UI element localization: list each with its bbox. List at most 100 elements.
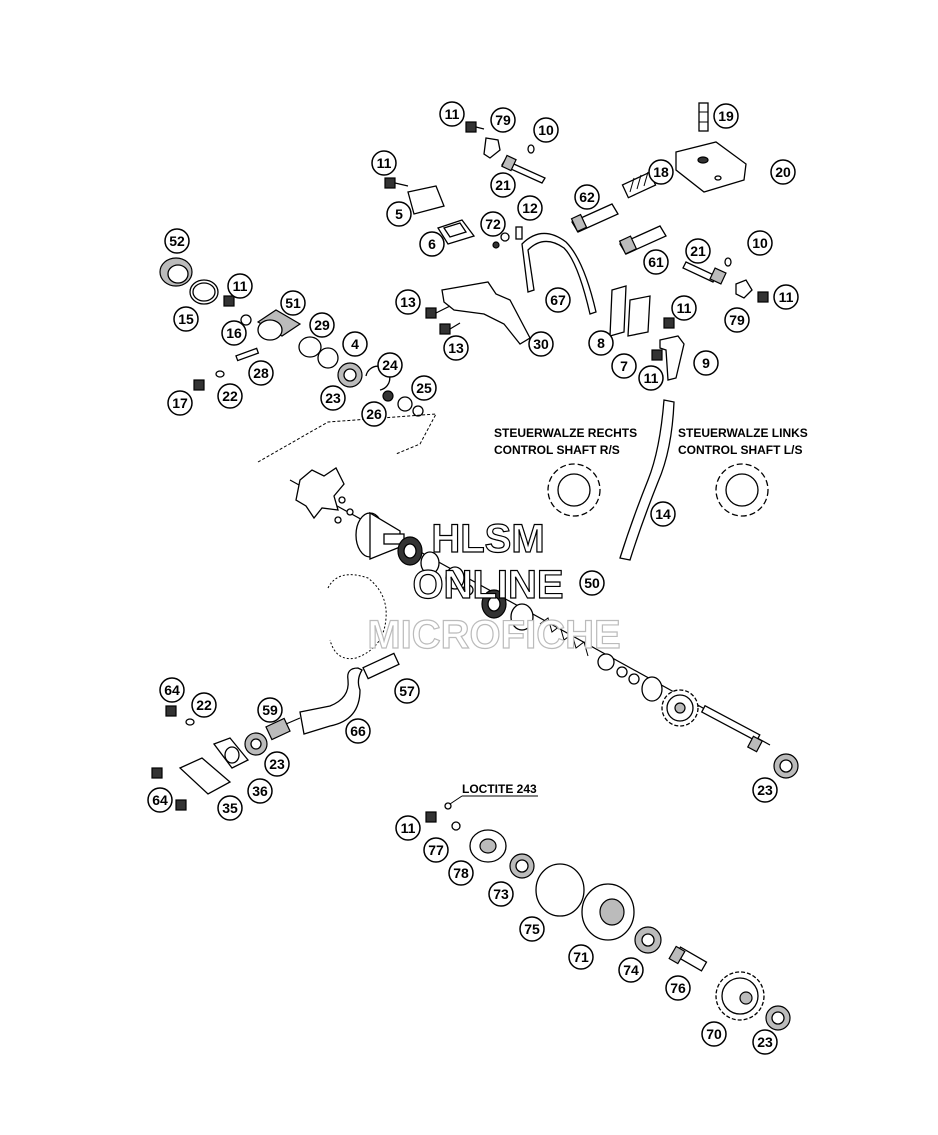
callout-4: 4 [342,331,368,357]
callout-label: 15 [178,311,194,327]
bolt-11-79 [757,291,769,303]
control-shaft-rs [547,463,601,517]
watermark: HLSM ONLINE MICROFICHE [367,516,622,657]
callout-76: 76 [665,975,691,1001]
oring-10-right [724,257,732,267]
callout-label: 64 [152,792,168,808]
callout-77: 77 [423,837,449,863]
bearing-23-right [773,753,799,779]
needle-bearing-1-inner [403,543,417,559]
callout-label: 16 [226,325,242,341]
plate-36 [212,737,250,769]
left-parts-group [159,257,424,417]
text-labels: STEUERWALZE RECHTS CONTROL SHAFT R/S STE… [449,426,808,805]
callout-29: 29 [309,312,335,338]
callout-label: 21 [495,177,511,193]
callout-16: 16 [221,320,247,346]
washer-main-1 [510,603,534,631]
callout-label: 74 [623,962,639,978]
callout-label: 8 [597,335,605,351]
pin-28 [235,347,260,362]
callout-label: 19 [718,108,734,124]
bolt-11-left [223,295,235,307]
gasket-6 [437,219,476,245]
callout-18: 18 [648,159,674,185]
callout-20: 20 [770,159,796,185]
callout-11: 11 [671,295,697,321]
ball-2 [346,508,354,516]
callout-11: 11 [773,284,799,310]
loctite-marker [444,802,452,810]
reference-outline [257,413,437,463]
gasket-7 [627,295,651,337]
bolt-17 [193,379,205,391]
callout-label: 62 [579,189,595,205]
shaft-61 [618,225,667,255]
lower-left-group [151,667,363,811]
callout-label: 11 [377,155,392,171]
watermark-line1: HLSM [431,517,544,561]
callout-50: 50 [579,570,605,596]
callout-label: 17 [172,395,188,411]
gear-main [661,689,699,727]
needle-bearing-2-inner [487,596,501,612]
callout-label: 10 [538,122,554,138]
callout-label: 10 [752,235,768,251]
callout-62: 62 [574,184,600,210]
callout-label: 13 [448,340,464,356]
washer-77 [451,821,461,831]
top-parts-group [384,102,769,381]
bolt-11-5 [384,177,409,189]
callout-24: 24 [377,352,403,378]
callout-67: 67 [545,287,571,313]
callout-label: 18 [653,164,669,180]
bearing-23-mid [244,732,268,756]
callout-23: 23 [752,777,778,803]
clip-79-right [735,279,753,299]
spacer-ring-3 [462,584,474,596]
pin-12 [515,226,523,240]
callout-label: 57 [399,683,415,699]
callout-10: 10 [747,230,773,256]
pin-19 [698,102,709,132]
callout-label: 79 [495,112,511,128]
bracket-5 [407,185,445,215]
callout-7: 7 [611,353,637,379]
callout-10: 10 [533,117,559,143]
callout-11: 11 [371,150,397,176]
long-bolt [700,704,764,753]
callout-label: 77 [428,842,444,858]
callout-25: 25 [411,375,437,401]
shaft-76 [668,945,708,972]
ring-22-lower [185,718,195,726]
callout-72: 72 [480,211,506,237]
callout-21: 21 [685,238,711,264]
control-shaft-ls-label-de: STEUERWALZE LINKS [678,426,808,440]
ring-22 [215,370,225,378]
cover-71 [581,883,635,941]
bearing-23-left [337,362,363,388]
control-shaft-ls [715,463,769,517]
callout-label: 23 [269,756,285,772]
callout-19: 19 [713,103,739,129]
oring-29 [298,336,322,358]
control-shaft-rs-label-en: CONTROL SHAFT R/S [494,443,620,457]
callout-30: 30 [528,331,554,357]
callout-label: 73 [493,886,509,902]
callout-51: 51 [280,290,306,316]
sleeve-57 [362,652,400,680]
callout-label: 61 [648,254,664,270]
callout-label: 24 [382,357,398,373]
callout-label: 64 [164,682,180,698]
main-shaft-group [289,467,799,779]
callout-label: 26 [366,406,382,422]
callout-label: 51 [285,295,301,311]
callout-label: 78 [453,865,469,881]
bearing-73 [509,853,535,879]
callout-9: 9 [693,350,719,376]
gear-70 [715,971,765,1021]
oring-15-inner [192,282,216,302]
washer-main-3 [616,666,628,678]
callout-label: 14 [655,506,671,522]
